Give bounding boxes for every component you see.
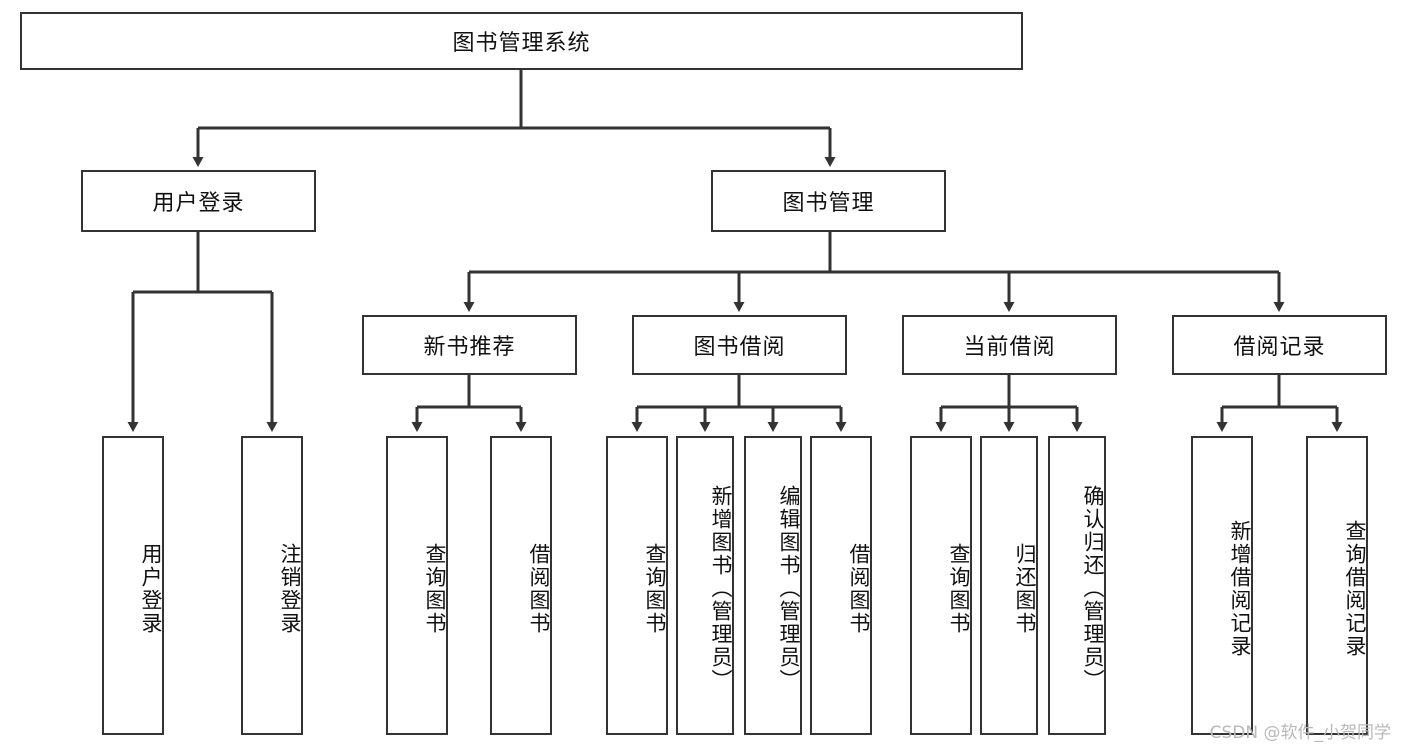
leaf-record-add-record[interactable]: 新增借阅记录: [1191, 436, 1253, 735]
leaf-recommend-borrow-book[interactable]: 借阅图书: [490, 436, 552, 735]
leaf-current-confirm-return[interactable]: 确认归还（管理员）: [1048, 436, 1106, 735]
leaf-current-query-book[interactable]: 查询图书: [910, 436, 972, 735]
leaf-label: 查询借阅记录: [1343, 519, 1367, 658]
node-book-borrow[interactable]: 图书借阅: [632, 315, 847, 375]
node-user-login[interactable]: 用户登录: [81, 170, 316, 232]
leaf-label: 新增借阅记录: [1228, 519, 1252, 658]
leaf-record-query-record[interactable]: 查询借阅记录: [1306, 436, 1368, 735]
node-current-borrow[interactable]: 当前借阅: [902, 315, 1117, 375]
leaf-label: 归还图书: [1013, 542, 1037, 635]
leaf-user-login-logout[interactable]: 注销登录: [241, 436, 303, 735]
watermark: CSDN @软件_小贺同学: [1209, 723, 1391, 743]
leaf-user-login-login[interactable]: 用户登录: [102, 436, 164, 735]
leaf-label: 编辑图书（管理员）: [777, 485, 801, 692]
node-new-book-recommend[interactable]: 新书推荐: [362, 315, 577, 375]
leaf-borrow-add-book[interactable]: 新增图书（管理员）: [676, 436, 734, 735]
leaf-label: 借阅图书: [527, 542, 551, 635]
leaf-borrow-query-book[interactable]: 查询图书: [606, 436, 668, 735]
leaf-label: 确认归还（管理员）: [1081, 485, 1105, 692]
leaf-label: 查询图书: [947, 542, 971, 635]
leaf-borrow-edit-book[interactable]: 编辑图书（管理员）: [744, 436, 802, 735]
leaf-label: 新增图书（管理员）: [709, 485, 733, 692]
node-borrow-record[interactable]: 借阅记录: [1172, 315, 1387, 375]
leaf-borrow-borrow-book[interactable]: 借阅图书: [810, 436, 872, 735]
leaf-label: 查询图书: [643, 542, 667, 635]
node-root-system[interactable]: 图书管理系统: [20, 12, 1023, 70]
leaf-label: 注销登录: [278, 542, 302, 635]
leaf-label: 查询图书: [423, 542, 447, 635]
leaf-label: 用户登录: [139, 542, 163, 635]
leaf-current-return-book[interactable]: 归还图书: [980, 436, 1038, 735]
leaf-recommend-query-book[interactable]: 查询图书: [386, 436, 448, 735]
node-book-management[interactable]: 图书管理: [711, 170, 946, 232]
leaf-label: 借阅图书: [847, 542, 871, 635]
